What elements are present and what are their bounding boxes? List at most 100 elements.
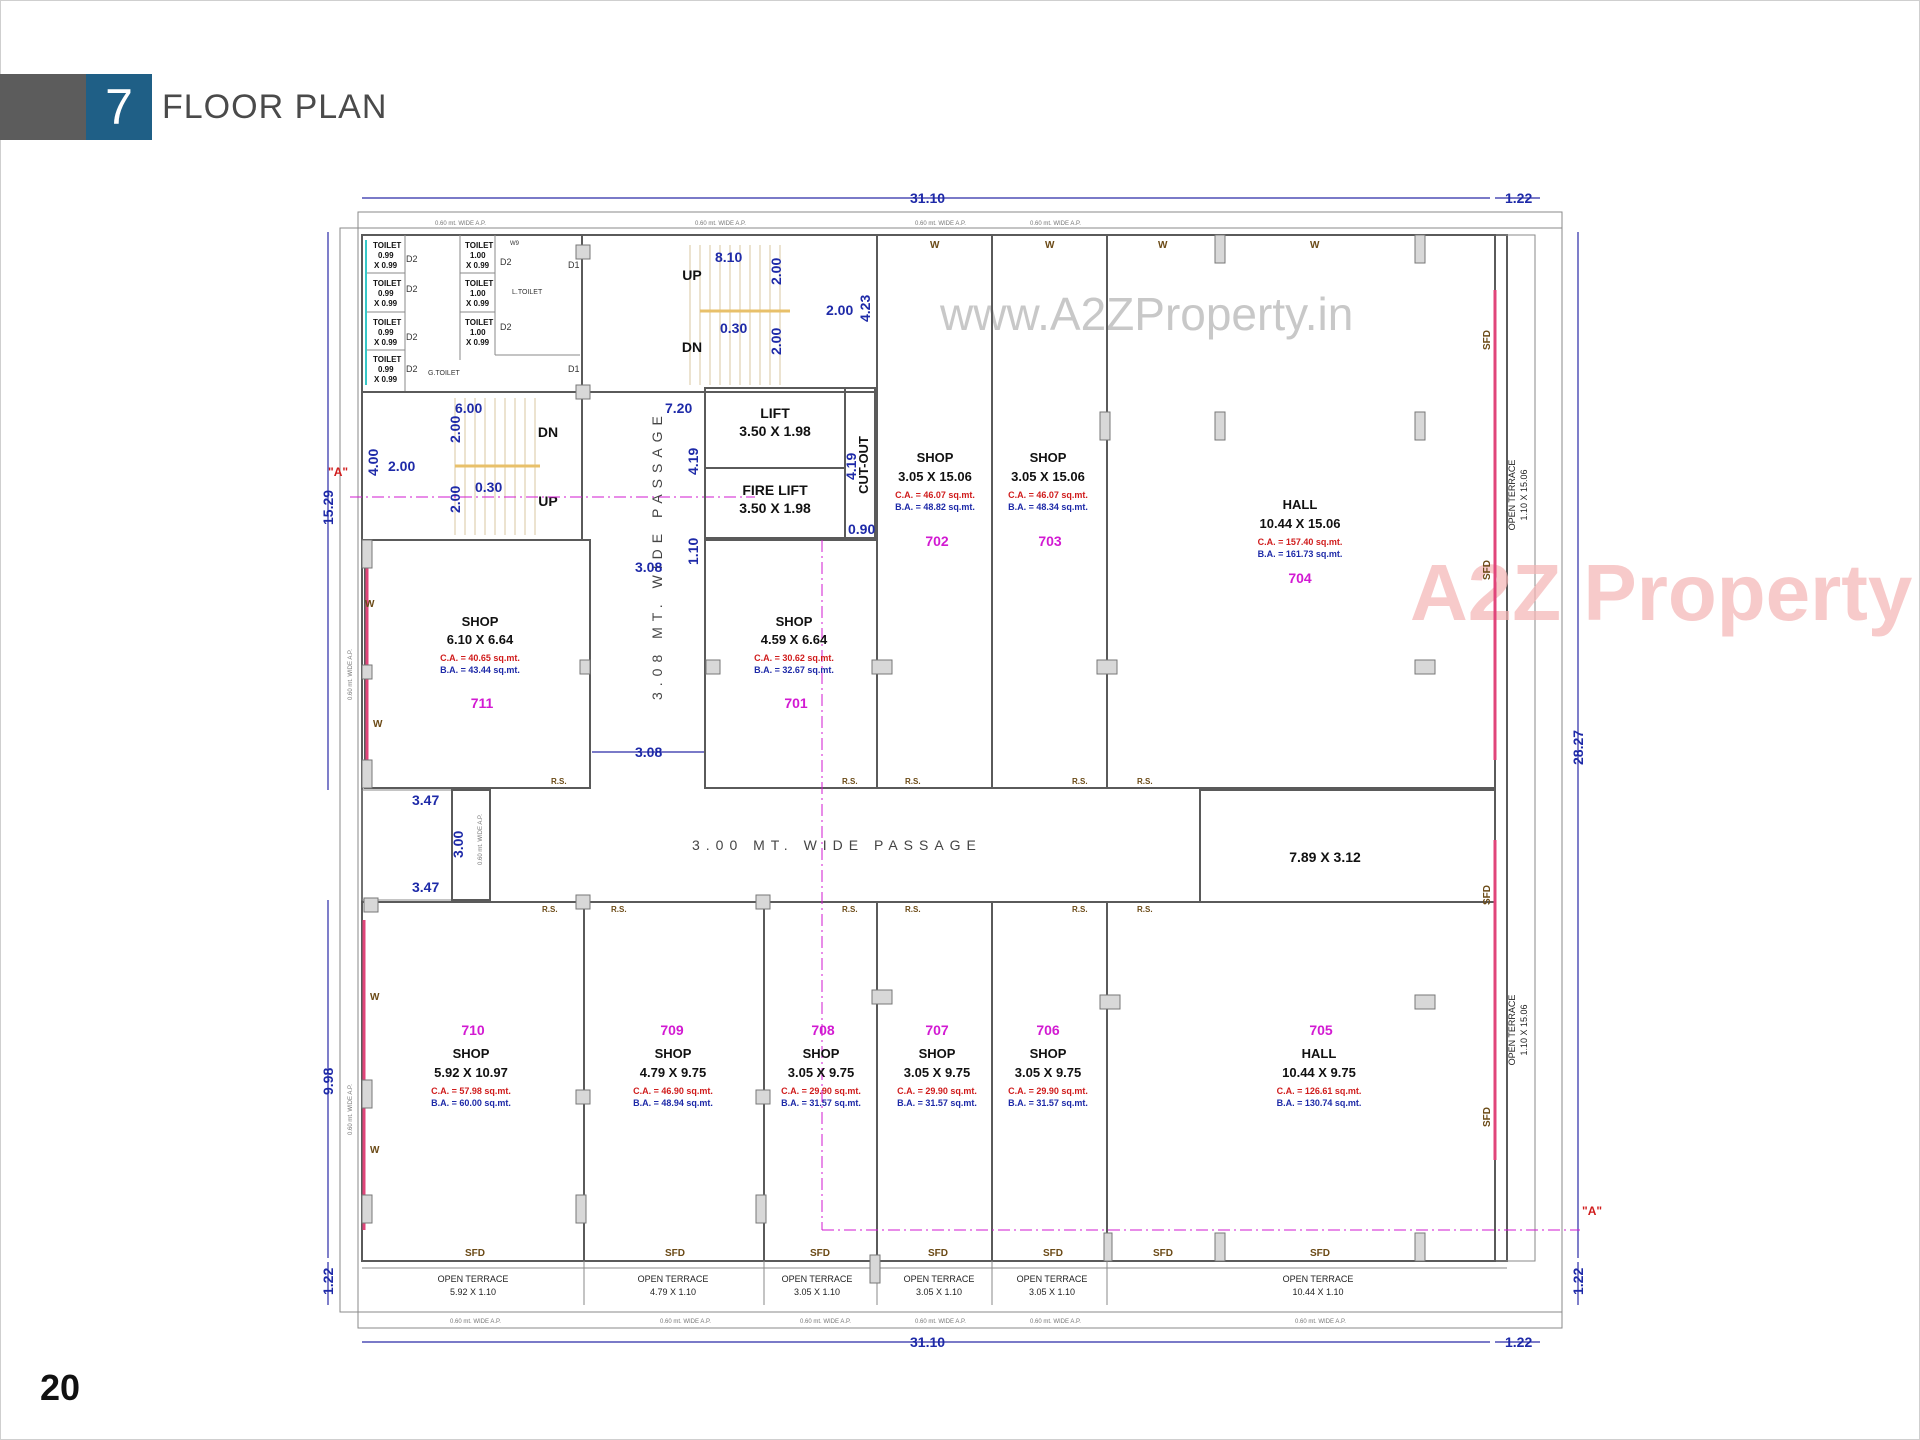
- ap-top-1: 0.60 mt. WIDE A.P.: [435, 221, 486, 227]
- toilet-5-size1: 1.00: [470, 251, 486, 260]
- mark-rs-711: R.S.: [551, 777, 567, 786]
- door-d2-2: D2: [406, 284, 418, 294]
- mark-rs-706: R.S.: [1072, 905, 1088, 914]
- dim-stair-top-200-v2: 2.00: [768, 328, 784, 355]
- door-d1-1: D1: [568, 260, 580, 270]
- terrace-4-size: 3.05 X 1.10: [916, 1287, 962, 1297]
- toilet-1-size1: 0.99: [378, 251, 394, 260]
- ap-notes: 0.60 mt. WIDE A.P. 0.60 mt. WIDE A.P. 0.…: [348, 221, 1346, 1325]
- toilet-1-label: TOILET: [373, 241, 401, 250]
- cut-out: [844, 387, 876, 539]
- unit-704-no: 704: [1288, 570, 1312, 586]
- mark-sfd-706: SFD: [1043, 1248, 1063, 1259]
- toilet-7-size2: X 0.99: [466, 338, 490, 347]
- door-d2-4: D2: [406, 364, 418, 374]
- unit-710-no: 710: [461, 1022, 485, 1038]
- unit-703-size: 3.05 X 15.06: [1011, 469, 1085, 484]
- shop-701: [704, 539, 878, 789]
- ap-top-4: 0.60 mt. WIDE A.P.: [1030, 221, 1081, 227]
- toilet-2-size2: X 0.99: [374, 299, 398, 308]
- watermark-url: www.A2ZProperty.in: [939, 288, 1353, 340]
- dim-stair-left-200-v2: 2.00: [447, 486, 463, 513]
- link-duct: [451, 789, 491, 901]
- mark-w-711a: W: [365, 599, 375, 610]
- section-marker-right: "A": [1582, 1204, 1602, 1218]
- toilet-6-size2: X 0.99: [466, 299, 490, 308]
- l-toilet-label: L.TOILET: [512, 289, 543, 296]
- unit-703-ca: C.A. = 46.07 sq.mt.: [1008, 490, 1088, 500]
- slab-inner-outline: [339, 227, 1563, 1313]
- unit-705-size: 10.44 X 9.75: [1282, 1065, 1356, 1080]
- unit-705-type: HALL: [1302, 1046, 1337, 1061]
- terrace-1-label: OPEN TERRACE: [438, 1274, 509, 1284]
- open-area-size: 7.89 X 3.12: [1289, 849, 1361, 865]
- unit-704-type: HALL: [1283, 497, 1318, 512]
- dim-stair-left-200-v1: 2.00: [447, 416, 463, 443]
- mark-sfd-704b: SFD: [1482, 560, 1493, 580]
- dim-stair-top-200-v1: 2.00: [768, 258, 784, 285]
- dim-passage-308-top: 3.08: [635, 559, 662, 575]
- mark-rs-709: R.S.: [611, 905, 627, 914]
- dim-link-300: 3.00: [450, 831, 466, 858]
- dim-top-width: 31.10: [910, 190, 945, 206]
- unit-706-no: 706: [1036, 1022, 1060, 1038]
- unit-706-size: 3.05 X 9.75: [1015, 1065, 1082, 1080]
- dim-right-edge: 1.22: [1570, 1268, 1586, 1295]
- terrace-4-label: OPEN TERRACE: [904, 1274, 975, 1284]
- unit-710-size: 5.92 X 10.97: [434, 1065, 508, 1080]
- ap-bottom-3: 0.60 mt. WIDE A.P.: [800, 1319, 851, 1325]
- unit-701-ca: C.A. = 30.62 sq.mt.: [754, 653, 834, 663]
- terrace-8-size: 1.10 X 15.06: [1519, 1004, 1529, 1055]
- toilet-1-size2: X 0.99: [374, 261, 398, 270]
- unit-705-ba: B.A. = 130.74 sq.mt.: [1277, 1098, 1362, 1108]
- unit-701-no: 701: [784, 695, 808, 711]
- ap-left-2: 0.60 mt. WIDE A.P.: [348, 1084, 354, 1135]
- door-d2-6: D2: [500, 322, 512, 332]
- toilet-3-label: TOILET: [373, 318, 401, 327]
- unit-708-type: SHOP: [803, 1046, 840, 1061]
- dim-link-347-top: 3.47: [412, 792, 439, 808]
- mark-w-710b: W: [370, 1145, 380, 1156]
- mark-sfd-704a: SFD: [1482, 330, 1493, 350]
- unit-labels: SHOP 3.05 X 15.06 C.A. = 46.07 sq.mt. B.…: [431, 450, 1361, 1108]
- unit-705-no: 705: [1309, 1022, 1333, 1038]
- window-w9: W9: [510, 241, 520, 247]
- mark-rs-704: R.S.: [1137, 777, 1153, 786]
- unit-703-no: 703: [1038, 533, 1062, 549]
- unit-707-size: 3.05 X 9.75: [904, 1065, 971, 1080]
- door-d2-1: D2: [406, 254, 418, 264]
- stair-top-up: UP: [682, 267, 701, 283]
- columns: [361, 234, 1436, 1284]
- unit-704-size: 10.44 X 15.06: [1260, 516, 1341, 531]
- dim-stair-top-200-h: 2.00: [826, 302, 853, 318]
- unit-708-no: 708: [811, 1022, 835, 1038]
- terrace-7-size: 1.10 X 15.06: [1519, 469, 1529, 520]
- page-title: FLOOR PLAN: [162, 88, 388, 126]
- unit-711-no: 711: [471, 695, 494, 711]
- dim-left-top: 15.29: [320, 490, 336, 525]
- dim-stair-top-810: 8.10: [715, 249, 742, 265]
- fire-lift-label: FIRE LIFT: [742, 482, 808, 498]
- mark-sfd-709: SFD: [665, 1248, 685, 1259]
- dim-cutout-419: 4.19: [843, 453, 859, 480]
- dim-cutout-090: 0.90: [848, 521, 875, 537]
- stair-left-up: UP: [538, 493, 557, 509]
- hall-705: [1106, 901, 1496, 1262]
- unit-702-size: 3.05 X 15.06: [898, 469, 972, 484]
- stair-left-dn: DN: [538, 424, 558, 440]
- terrace-7-label: OPEN TERRACE: [1507, 460, 1517, 531]
- lift-label: LIFT: [760, 405, 790, 421]
- unit-703-ba: B.A. = 48.34 sq.mt.: [1008, 502, 1088, 512]
- toilet-2-label: TOILET: [373, 279, 401, 288]
- ap-left-3: 0.60 mt. WIDE A.P.: [478, 814, 484, 865]
- unit-706-ba: B.A. = 31.57 sq.mt.: [1008, 1098, 1088, 1108]
- mark-w-710a: W: [370, 992, 380, 1003]
- unit-706-ca: C.A. = 29.90 sq.mt.: [1008, 1086, 1088, 1096]
- mark-w-704b: W: [1310, 240, 1320, 251]
- open-area: [1199, 789, 1496, 903]
- dim-link-347-bottom: 3.47: [412, 879, 439, 895]
- ap-bottom-4: 0.60 mt. WIDE A.P.: [915, 1319, 966, 1325]
- section-number: 7: [86, 74, 152, 140]
- terrace-2-label: OPEN TERRACE: [638, 1274, 709, 1284]
